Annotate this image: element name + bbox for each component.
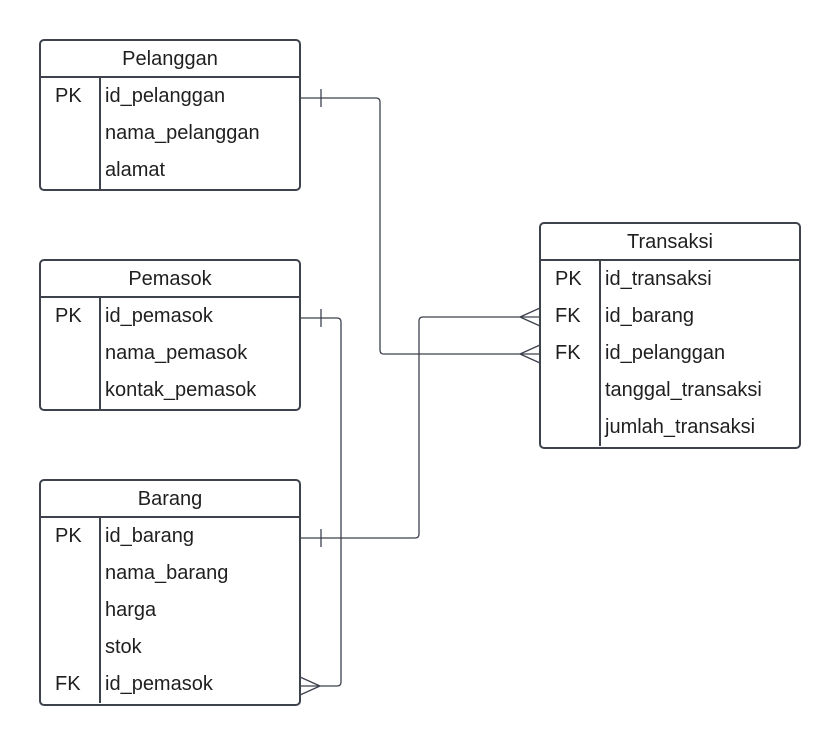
relationship-barang-transaksi [300, 307, 541, 547]
attribute-name: id_transaksi [605, 268, 712, 290]
attribute-name: id_barang [605, 305, 694, 327]
attribute-row: jumlah_transaksi [541, 409, 799, 446]
crowfoot-many-marker [299, 676, 321, 696]
key-label [41, 372, 101, 409]
key-label [41, 629, 101, 666]
crowfoot-many-marker [519, 307, 541, 327]
attribute-list: PK id_barang nama_barang harga stok FK i… [41, 518, 299, 703]
connector-line [300, 97, 540, 355]
attribute-name: nama_pemasok [105, 342, 248, 364]
attribute-name: stok [105, 636, 142, 658]
entity-title: Transaksi [541, 224, 799, 261]
crowfoot-many-marker [519, 344, 541, 364]
key-label: PK [555, 268, 582, 290]
attribute-row: nama_pelanggan [41, 115, 299, 152]
attribute-name: nama_pelanggan [105, 122, 260, 144]
entity-title: Barang [41, 481, 299, 518]
attribute-row: nama_pemasok [41, 335, 299, 372]
entity-barang[interactable]: Barang PK id_barang nama_barang harga st… [39, 479, 301, 706]
connector-line [300, 317, 342, 687]
key-label: FK [555, 305, 581, 327]
key-label: PK [55, 525, 82, 547]
relationship-pemasok-barang [299, 309, 342, 696]
attribute-name: jumlah_transaksi [605, 416, 756, 438]
attribute-row: nama_barang [41, 555, 299, 592]
key-label [541, 372, 601, 409]
key-label [41, 335, 101, 372]
key-label: FK [555, 342, 581, 364]
key-label [41, 115, 101, 152]
entity-transaksi[interactable]: Transaksi PK id_transaksi FK id_barang F… [539, 222, 801, 449]
attribute-name: harga [105, 599, 157, 621]
attribute-name: id_barang [105, 525, 194, 547]
attribute-row: stok [41, 629, 299, 666]
entity-pelanggan[interactable]: Pelanggan PK id_pelanggan nama_pelanggan… [39, 39, 301, 191]
attribute-row: alamat [41, 152, 299, 189]
attribute-row: PK id_pelanggan [41, 78, 299, 115]
attribute-row: harga [41, 592, 299, 629]
attribute-name: id_pelanggan [605, 342, 726, 364]
key-label [541, 409, 601, 446]
attribute-row: kontak_pemasok [41, 372, 299, 409]
attribute-row: FK id_pelanggan [541, 335, 799, 372]
attribute-row: tanggal_transaksi [541, 372, 799, 409]
entity-pemasok[interactable]: Pemasok PK id_pemasok nama_pemasok konta… [39, 259, 301, 411]
attribute-name: kontak_pemasok [105, 379, 257, 401]
entity-title: Pemasok [41, 261, 299, 298]
attribute-name: id_pemasok [105, 305, 213, 327]
attribute-row: PK id_transaksi [541, 261, 799, 298]
key-label [41, 592, 101, 629]
attribute-row: FK id_pemasok [41, 666, 299, 703]
attribute-row: PK id_barang [41, 518, 299, 555]
attribute-name: tanggal_transaksi [605, 379, 762, 401]
key-label [41, 555, 101, 592]
attribute-list: PK id_transaksi FK id_barang FK id_pelan… [541, 261, 799, 446]
key-label: PK [55, 85, 82, 107]
attribute-row: PK id_pemasok [41, 298, 299, 335]
relationship-pelanggan-transaksi [300, 89, 541, 364]
connector-line [300, 316, 540, 539]
key-label: PK [55, 305, 82, 327]
attribute-list: PK id_pelanggan nama_pelanggan alamat [41, 78, 299, 189]
attribute-name: alamat [105, 159, 166, 181]
attribute-name: nama_barang [105, 562, 229, 584]
attribute-name: id_pemasok [105, 673, 213, 695]
key-label [41, 152, 101, 189]
key-label: FK [55, 673, 81, 695]
attribute-row: FK id_barang [541, 298, 799, 335]
attribute-name: id_pelanggan [105, 85, 226, 107]
entity-title: Pelanggan [41, 41, 299, 78]
attribute-list: PK id_pemasok nama_pemasok kontak_pemaso… [41, 298, 299, 409]
